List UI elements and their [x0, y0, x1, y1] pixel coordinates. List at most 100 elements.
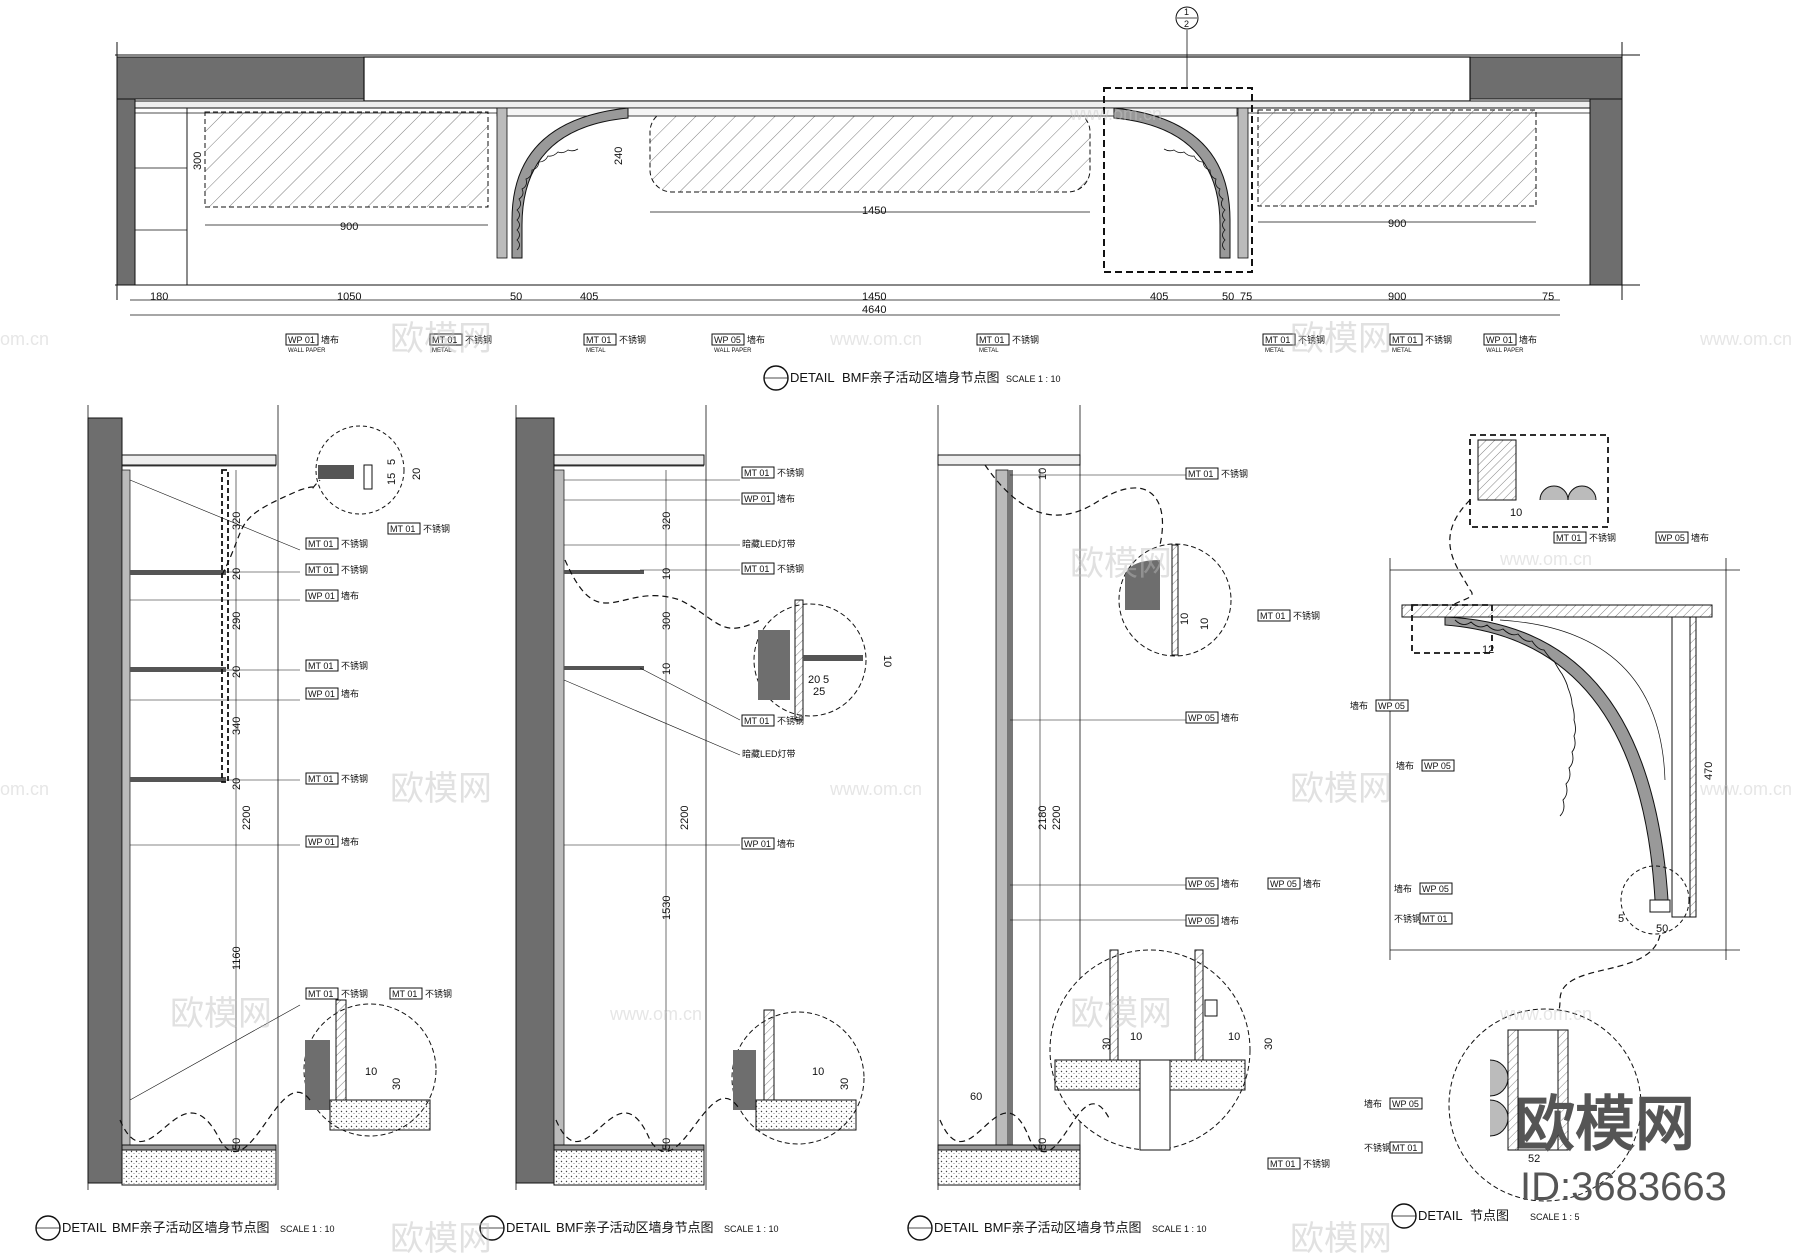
svg-text:10: 10 [881, 655, 893, 667]
dims-top-chain: 180 1050 50 405 1450 405 50 75 900 75 [150, 291, 1554, 303]
svg-text:1050: 1050 [337, 291, 361, 303]
callout-code: MT 01 [1188, 469, 1213, 479]
svg-text:12: 12 [1482, 644, 1494, 656]
dim-total: 4640 [862, 304, 886, 316]
callout-code: MT 01 [1265, 335, 1290, 345]
svg-text:75: 75 [1542, 291, 1554, 303]
svg-text:10: 10 [1179, 613, 1191, 625]
callout-code: WP 05 [1422, 884, 1449, 894]
callout-text: 不锈钢 [1589, 532, 1616, 543]
callout-text: 墙布 [1396, 760, 1414, 771]
svg-text:30: 30 [1101, 1038, 1113, 1050]
callout-code: WP 05 [1188, 713, 1215, 723]
section-1: 320 20 290 20 340 20 2200 1160 50 20 15 … [35, 405, 452, 1241]
section3-detail-b: 30 10 10 30 [1101, 1031, 1275, 1050]
callout-text: 不锈钢 [341, 988, 368, 999]
svg-text:2200: 2200 [241, 806, 253, 830]
svg-text:DETAIL: DETAIL [934, 1220, 979, 1235]
left-arch [511, 107, 629, 259]
section2-detail-b: 10 30 [812, 1066, 851, 1090]
svg-text:5: 5 [386, 459, 398, 465]
svg-text:50: 50 [510, 291, 522, 303]
callout-text: 不锈钢 [1394, 913, 1421, 924]
watermarks: 欧模网 欧模网 欧模网 欧模网 欧模网 欧模网 欧模网 欧模网 欧模网 www.… [0, 104, 1792, 1258]
callout-text: 暗藏LED灯带 [742, 538, 796, 549]
svg-text:1530: 1530 [661, 896, 673, 920]
callout-text: 不锈钢 [1293, 610, 1320, 621]
callout-code: MT 01 [979, 335, 1004, 345]
svg-text:20: 20 [231, 568, 243, 580]
svg-text:50: 50 [1037, 1138, 1049, 1150]
callout-code: MT 01 [308, 989, 333, 999]
callout-text: 墙布 [1691, 532, 1709, 543]
right-wall-column [1589, 98, 1623, 286]
svg-text:欧模网: 欧模网 [1515, 1091, 1695, 1158]
svg-text:DETAIL: DETAIL [62, 1220, 107, 1235]
callout-code: WP 01 [1486, 335, 1513, 345]
svg-text:15: 15 [386, 473, 398, 485]
svg-text:www.om.cn: www.om.cn [829, 329, 922, 349]
section-3: 10 2180 2200 60 50 10 10 30 10 10 30 MT … [907, 405, 1330, 1241]
callout-text: 不锈钢 [423, 523, 450, 534]
svg-text:www.om.cn: www.om.cn [829, 779, 922, 799]
callout-code: WP 01 [288, 335, 315, 345]
svg-text:2200: 2200 [679, 806, 691, 830]
callout-text: 不锈钢 [341, 564, 368, 575]
svg-text:欧模网: 欧模网 [1070, 995, 1172, 1033]
right-arch [1113, 107, 1231, 259]
svg-text:SCALE 1 : 10: SCALE 1 : 10 [1006, 374, 1061, 384]
callout-text: 不锈钢 [341, 773, 368, 784]
callout-text: 墙布 [1221, 878, 1239, 889]
svg-text:欧模网: 欧模网 [1290, 320, 1392, 358]
callout-code: WP 05 [1270, 879, 1297, 889]
svg-text:www.om.cn: www.om.cn [1699, 329, 1792, 349]
left-wall-column [116, 98, 136, 286]
right-panel [1257, 109, 1537, 207]
svg-text:1160: 1160 [231, 946, 243, 970]
main-title-block: DETAIL BMF亲子活动区墙身节点图 SCALE 1 : 10 [763, 365, 1061, 391]
svg-text:5: 5 [823, 674, 829, 686]
node-arch [1444, 616, 1669, 901]
callout-text: 不锈钢 [777, 563, 804, 574]
svg-text:180: 180 [150, 291, 168, 303]
svg-text:节点图: 节点图 [1470, 1208, 1509, 1223]
svg-text:www.om.cn: www.om.cn [609, 1004, 702, 1024]
svg-text:www.om.cn: www.om.cn [1069, 104, 1162, 124]
callout-sub: WALL PAPER [714, 348, 752, 354]
svg-text:25: 25 [813, 686, 825, 698]
callout-code: MT 01 [308, 661, 333, 671]
section2-dims: 320 10 300 10 2200 1530 50 [661, 512, 691, 1150]
callout-code: MT 01 [432, 335, 457, 345]
section3-title-block: DETAIL BMF亲子活动区墙身节点图 SCALE 1 : 10 [907, 1215, 1207, 1241]
callout-code: MT 01 [1260, 611, 1285, 621]
svg-text:欧模网: 欧模网 [170, 995, 272, 1033]
callout-sub: WALL PAPER [288, 348, 326, 354]
callout-code: WP 05 [1392, 1099, 1419, 1109]
dim-vertical-center: 240 [613, 147, 625, 165]
callout-code: MT 01 [392, 989, 417, 999]
callout-code: MT 01 [1270, 1159, 1295, 1169]
svg-text:SCALE 1 : 5: SCALE 1 : 5 [1530, 1212, 1580, 1222]
svg-text:10: 10 [661, 663, 673, 675]
svg-text:DETAIL: DETAIL [790, 370, 835, 385]
callout-code: WP 01 [308, 591, 335, 601]
svg-text:DETAIL: DETAIL [1418, 1208, 1463, 1223]
svg-text:BMF亲子活动区墙身节点图: BMF亲子活动区墙身节点图 [556, 1220, 713, 1235]
